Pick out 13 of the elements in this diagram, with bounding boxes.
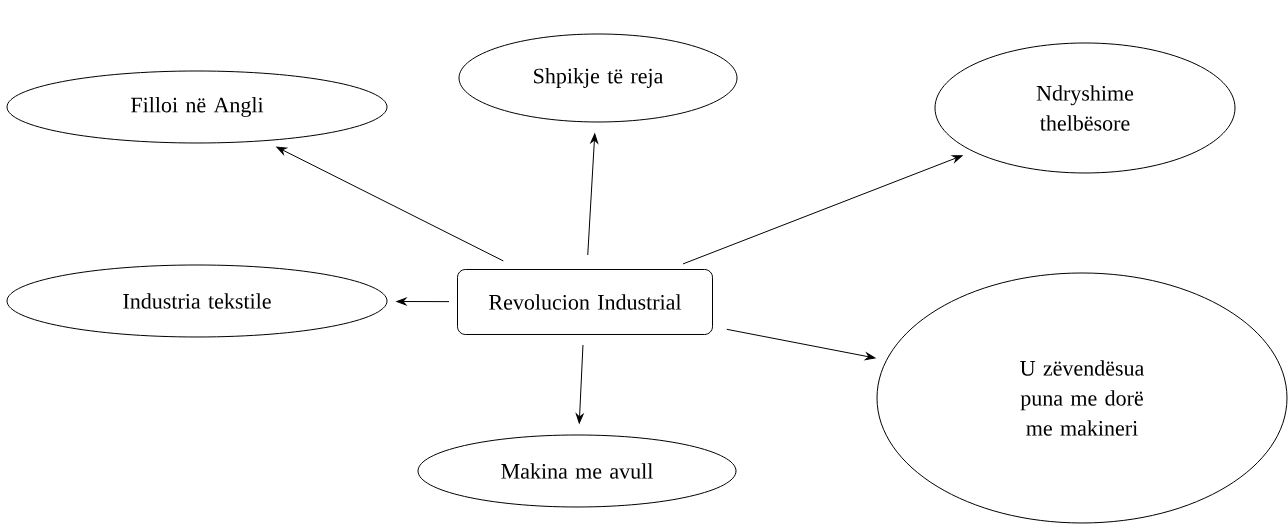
arrow <box>575 344 584 424</box>
process-box: Revolucion Industrial <box>457 269 713 335</box>
ellipse-node: Makina me avull <box>417 434 737 508</box>
arrow <box>587 133 599 256</box>
ellipse-node: Filloi në Angli <box>6 70 388 144</box>
arrow <box>276 146 504 262</box>
ellipse-node: Shpikje të reja <box>458 33 738 123</box>
ellipse-node: U zëvendësua puna me dorë me makineri <box>876 272 1288 524</box>
ellipse-node: Ndryshime thelbësore <box>934 42 1236 174</box>
arrow <box>396 297 450 306</box>
arrow <box>682 155 963 265</box>
ellipse-node: Industria tekstile <box>6 264 388 338</box>
arrow <box>726 328 876 361</box>
